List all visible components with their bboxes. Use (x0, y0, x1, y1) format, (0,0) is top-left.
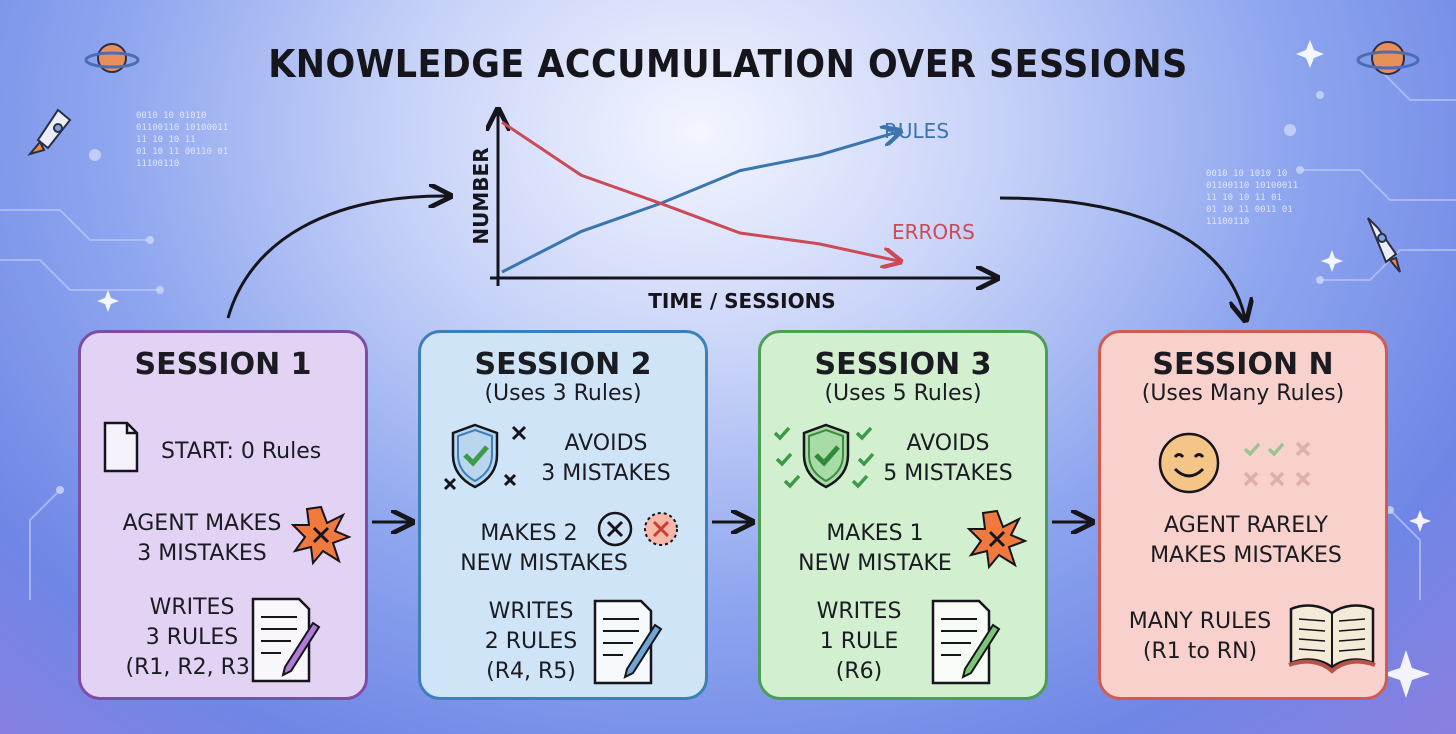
svg-text:11100110: 11100110 (136, 159, 179, 169)
avoids-line-1: AVOIDS (906, 431, 990, 456)
session-n-card: SESSION N (Uses Many Rules) AGENT RARELY… (1098, 330, 1388, 700)
svg-text:01100110 10100011: 01100110 10100011 (136, 123, 228, 133)
session-title: SESSION 1 (134, 347, 312, 382)
writes-line-2: 3 RULES (145, 625, 239, 650)
session-title: SESSION 2 (474, 347, 652, 382)
mistakes-line-1: AGENT MAKES (122, 511, 282, 536)
write-rules-icon (931, 599, 1001, 685)
svg-text:11 10 10 11 01: 11 10 10 11 01 (1206, 193, 1282, 203)
session-1-card: SESSION 1 START: 0 Rules AGENT MAKES 3 M… (78, 330, 368, 700)
document-icon (103, 421, 139, 473)
mistakes-line-1: MAKES 1 (826, 521, 924, 546)
avoids-line-1: AVOIDS (564, 431, 648, 456)
session-title: SESSION N (1152, 347, 1334, 382)
line-chart: NUMBER TIME / SESSIONS RULES ERRORS (469, 100, 1030, 313)
write-rules-icon (593, 599, 663, 685)
x-axis-label: TIME / SESSIONS (648, 289, 835, 313)
mistakes-line-2: 3 MISTAKES (137, 541, 267, 566)
mistakes-line-2: NEW MISTAKE (798, 551, 952, 576)
smiley-face-icon (1158, 432, 1220, 494)
writes-line-2: 1 RULE (819, 629, 899, 654)
avoids-line-2: 3 MISTAKES (541, 461, 671, 486)
start-text: START: 0 Rules (161, 439, 322, 464)
svg-text:01 10 11 0011 01: 01 10 11 0011 01 (1206, 205, 1293, 215)
mistakes-line-2: MAKES MISTAKES (1150, 543, 1342, 568)
mistakes-line-1: AGENT RARELY (1164, 513, 1328, 538)
faded-checks-x-icon (1243, 441, 1311, 487)
errors-series-label: ERRORS (892, 220, 975, 244)
shield-check-icon (443, 423, 527, 491)
arrow-session1-to-chart (226, 196, 448, 319)
writes-line-3: (R6) (835, 659, 883, 684)
svg-text:0010 10 1010 10: 0010 10 1010 10 (1206, 169, 1287, 179)
session-subtitle: (Uses Many Rules) (1141, 381, 1345, 406)
writes-line-2: 2 RULES (484, 629, 578, 654)
session-subtitle: (Uses 3 Rules) (484, 381, 642, 406)
page-title: KNOWLEDGE ACCUMULATION OVER SESSIONS (268, 42, 1188, 86)
writes-line-3: (R4, R5) (486, 659, 576, 684)
many-rules-line-2: (R1 to RN) (1142, 639, 1258, 664)
open-book-icon (1288, 604, 1376, 674)
rules-series-line (501, 132, 899, 274)
shield-checks-icon (773, 423, 875, 489)
writes-line-1: WRITES (816, 599, 902, 624)
arrow-chart-to-sessionN (999, 196, 1245, 318)
svg-text:0010 10 01010: 0010 10 01010 (136, 111, 206, 121)
errors-series-line (501, 120, 899, 261)
y-axis-label: NUMBER (469, 147, 493, 244)
mistake-burst-icon (966, 509, 1028, 570)
session-title: SESSION 3 (814, 347, 992, 382)
mistake-x-circles-icon (597, 511, 678, 547)
svg-text:01100110 10100011: 01100110 10100011 (1206, 181, 1298, 191)
avoids-line-2: 5 MISTAKES (883, 461, 1013, 486)
mistake-burst-icon (290, 505, 352, 566)
svg-text:01 10 11 00110 01: 01 10 11 00110 01 (136, 147, 228, 157)
svg-text:11 10 10 11: 11 10 10 11 (136, 135, 196, 145)
many-rules-line-1: MANY RULES (1128, 609, 1272, 634)
mistakes-line-2: NEW MISTAKES (460, 551, 628, 576)
mistakes-line-1: MAKES 2 (480, 521, 578, 546)
writes-line-1: WRITES (149, 595, 235, 620)
session-3-card: SESSION 3 (Uses 5 Rules) AVOIDS 5 MISTAK… (758, 330, 1048, 700)
rules-series-label: RULES (884, 119, 949, 143)
svg-text:11100110: 11100110 (1206, 217, 1249, 227)
session-2-card: SESSION 2 (Uses 3 Rules) AVOIDS 3 MISTAK… (418, 330, 708, 700)
writes-line-3: (R1, R2, R3) (125, 655, 259, 680)
write-rules-icon (251, 597, 321, 683)
writes-line-1: WRITES (488, 599, 574, 624)
session-subtitle: (Uses 5 Rules) (824, 381, 982, 406)
